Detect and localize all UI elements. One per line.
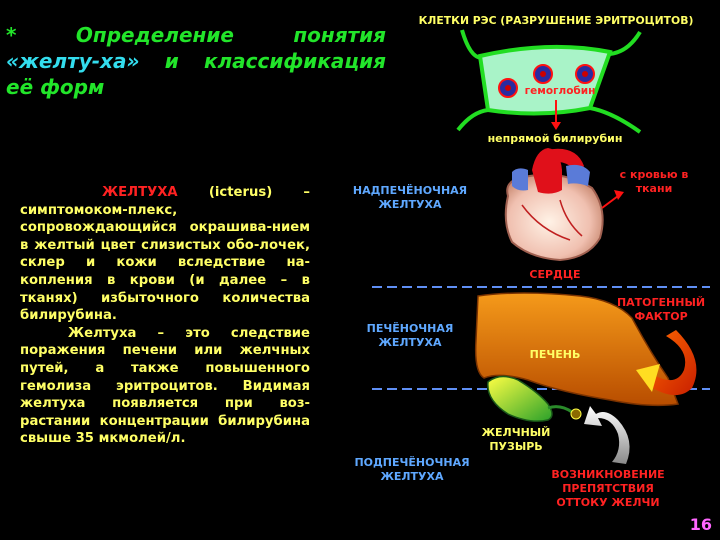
title-line3: её форм — [6, 75, 105, 99]
obstruction-label: ВОЗНИКНОВЕНИЕ ПРЕПЯТСТВИЯ ОТТОКУ ЖЕЛЧИ — [551, 468, 665, 509]
page-number: 16 — [689, 515, 712, 534]
res-cells-header: КЛЕТКИ РЭС (РАЗРУШЕНИЕ ЭРИТРОЦИТОВ) — [418, 14, 694, 27]
definition-p1: (icterus) – симптомоком-плекс, сопровожд… — [20, 185, 310, 324]
definition-p2: Желтуха – это следствие поражения печени… — [20, 325, 310, 447]
liver-icon — [474, 292, 680, 407]
res-cell — [456, 29, 642, 134]
pathogenic-factor-label: ПАТОГЕННЫЙ ФАКТОР — [616, 296, 706, 323]
prehepatic-label: НАДПЕЧЁНОЧНАЯ ЖЕЛТУХА — [352, 184, 468, 211]
pathogenic-arrow-icon — [636, 330, 697, 396]
erythrocyte-icon — [533, 64, 553, 84]
heart-icon — [504, 148, 604, 262]
slide-title: * Определение понятия «желту-ха» и класс… — [6, 22, 386, 100]
erythrocyte-icon — [498, 78, 518, 98]
arrow-down-icon — [551, 100, 561, 130]
with-blood-label: с кровью в ткани — [619, 168, 689, 195]
heart-label: СЕРДЦЕ — [529, 268, 581, 281]
title-line1: Определение понятия — [75, 23, 386, 47]
posthepatic-label: ПОДПЕЧЁНОЧНАЯ ЖЕЛТУХА — [354, 456, 470, 483]
hepatic-label: ПЕЧЁНОЧНАЯ ЖЕЛТУХА — [366, 322, 454, 349]
term-jaundice: ЖЕЛТУХА — [102, 185, 178, 200]
definition-text: ЖЕЛТУХА (icterus) – симптомоком-плекс, с… — [20, 184, 310, 448]
indirect-bilirubin-label: непрямой билирубин — [487, 132, 623, 145]
title-line2: и классификация — [164, 49, 386, 73]
title-quote: «желту-ха» — [6, 49, 140, 73]
obstruction-arrow-icon — [584, 406, 630, 464]
definition-paragraph: ЖЕЛТУХА (icterus) – симптомоком-плекс, с… — [20, 184, 310, 325]
gallbladder-icon — [487, 375, 582, 422]
gallbladder-label: ЖЕЛЧНЫЙ ПУЗЫРЬ — [481, 426, 551, 453]
liver-label: ПЕЧЕНЬ — [529, 348, 581, 361]
arrow-to-tissues-icon — [601, 190, 624, 209]
title-star: * — [6, 23, 17, 47]
erythrocyte-icon — [575, 64, 595, 84]
hemoglobin-label: гемоглобин — [524, 85, 596, 97]
